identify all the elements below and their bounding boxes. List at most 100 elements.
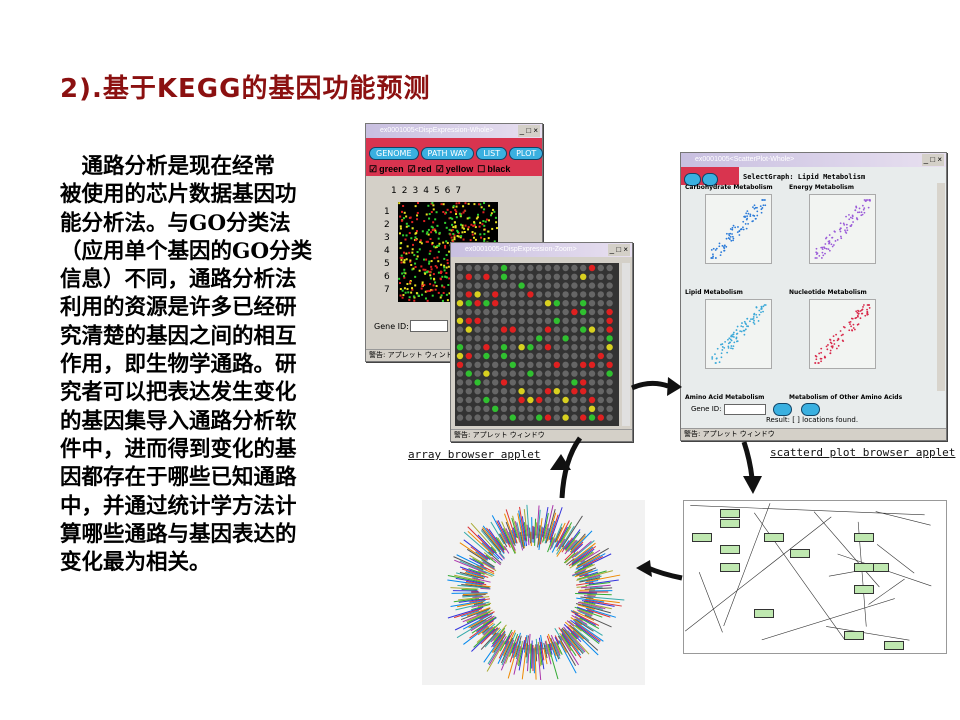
row-label: 3 (384, 232, 390, 245)
col-label: 5 (434, 186, 444, 196)
result-text: Result: [ ] locations found. (766, 416, 858, 425)
kegg-pathway-map (683, 500, 947, 654)
col-label: 7 (455, 186, 465, 196)
status-bar: 警告: アプレット ウィンドウ (681, 428, 946, 440)
checkbox-black[interactable]: ☐black (477, 164, 510, 174)
checkbox-icon[interactable]: ☑ (369, 164, 377, 174)
pathway-node[interactable] (720, 519, 740, 528)
arrow-head-icon (550, 454, 571, 470)
col-label: 3 (412, 186, 422, 196)
gene-id-label: Gene ID: (691, 405, 722, 414)
pathway-node[interactable] (844, 631, 864, 640)
toolbar: GENOMEPATH WAYLISTPLOT (366, 138, 542, 163)
body-line: （应用单个基因的GO分类 (60, 238, 350, 266)
window-controls[interactable]: _ □ × (922, 154, 944, 166)
col-label: 2 (402, 186, 412, 196)
checkbox-red[interactable]: ☑red (408, 164, 432, 174)
scatter-caption: scatterd plot browser applet (770, 446, 955, 459)
row-label: 6 (384, 271, 390, 284)
button-path-way[interactable]: PATH WAY (421, 147, 475, 160)
toolbar (681, 167, 739, 185)
plot-title: Energy Metabolism (789, 184, 854, 191)
checkbox-label: red (418, 164, 432, 174)
gene-id-input[interactable] (410, 320, 448, 332)
body-line: 究者可以把表达发生变化 (60, 379, 350, 407)
pathway-node[interactable] (720, 509, 740, 518)
body-line: 中，并通过统计学方法计 (60, 493, 350, 521)
plot-title: Lipid Metabolism (685, 289, 743, 296)
row-label: 5 (384, 258, 390, 271)
status-bar: 警告: アプレット ウィンドウ (451, 429, 632, 441)
select-graph-label: SelectGraph: Lipid Metabolism (743, 173, 865, 181)
row-label: 1 (384, 206, 390, 219)
body-line: 的基因集导入通路分析软 (60, 408, 350, 436)
col-label: 1 (391, 186, 401, 196)
scatter-plot[interactable] (809, 299, 876, 369)
scatter-plot[interactable] (705, 194, 772, 264)
button-genome[interactable]: GENOME (369, 147, 419, 160)
window-controls[interactable]: _ □ × (518, 125, 540, 137)
search-button[interactable] (773, 403, 792, 416)
pathway-node[interactable] (692, 533, 712, 542)
body-line: 因都存在于哪些已知通路 (60, 464, 350, 492)
row-label: 7 (384, 284, 390, 297)
window-title: ex0001005<ScatterPlot-Whole> (695, 156, 794, 163)
window-title: ex0001005<DispExpression-Whole> (380, 127, 494, 134)
body-text: 通路分析是现在经常被使用的芯片数据基因功能分析法。与GO分类法（应用单个基因的G… (60, 153, 350, 577)
body-line: 件中，进而得到变化的基 (60, 436, 350, 464)
pathway-node[interactable] (764, 533, 784, 542)
scrollbar[interactable] (622, 263, 630, 426)
row-label: 4 (384, 245, 390, 258)
gene-id-input[interactable] (724, 404, 766, 415)
checkbox-label: yellow (446, 164, 474, 174)
scrollbar[interactable] (937, 183, 945, 391)
plot-title: Amino Acid Metabolism (685, 394, 764, 401)
window-controls[interactable]: _ □ × (608, 244, 630, 256)
array-caption: array browser applet (408, 448, 540, 461)
pathway-node[interactable] (754, 609, 774, 618)
title-bar: ex0001005<DispExpression-Whole> _ □ × (366, 124, 542, 138)
arrow-head-icon (743, 476, 762, 494)
button-plot[interactable]: PLOT (509, 147, 543, 160)
checkbox-green[interactable]: ☑green (369, 164, 404, 174)
body-line: 算哪些通路与基因表达的 (60, 521, 350, 549)
checkbox-icon[interactable]: ☑ (436, 164, 444, 174)
row-label: 2 (384, 219, 390, 232)
gene-id-label: Gene ID: (374, 322, 409, 331)
zoom-window: ex0001005<DispExpression-Zoom> _ □ × 警告: … (450, 242, 633, 442)
title-bar: ex0001005<ScatterPlot-Whole> _ □ × (681, 153, 946, 167)
pathway-node[interactable] (854, 533, 874, 542)
checkbox-yellow[interactable]: ☑yellow (436, 164, 474, 174)
scatter-plot[interactable] (809, 194, 876, 264)
title-bar: ex0001005<DispExpression-Zoom> _ □ × (451, 243, 632, 257)
pathway-node[interactable] (854, 585, 874, 594)
button-list[interactable]: LIST (476, 147, 507, 160)
scatter-plot[interactable] (705, 299, 772, 369)
color-filters: ☑green☑red☑yellow☐black (366, 163, 542, 176)
body-line: 通路分析是现在经常 (60, 153, 350, 181)
pathway-node[interactable] (720, 545, 740, 554)
body-line: 能分析法。与GO分类法 (60, 210, 350, 238)
checkbox-icon[interactable]: ☐ (477, 164, 485, 174)
pathway-node[interactable] (720, 563, 740, 572)
pathway-node[interactable] (790, 549, 810, 558)
window-title: ex0001005<DispExpression-Zoom> (465, 246, 577, 253)
zoom-dot-grid[interactable] (455, 263, 619, 426)
body-line: 利用的资源是许多已经研 (60, 294, 350, 322)
row-labels: 1234567 (384, 206, 390, 297)
pathway-node[interactable] (854, 563, 874, 572)
plot-title: Nucleotide Metabolism (789, 289, 867, 296)
scatter-browser-window: ex0001005<ScatterPlot-Whole> _ □ × Select… (680, 152, 947, 441)
body-line: 信息）不同，通路分析法 (60, 266, 350, 294)
body-line: 变化最为相关。 (60, 549, 350, 577)
body-line: 被使用的芯片数据基因功 (60, 181, 350, 209)
plot-title: Metabolism of Other Amino Acids (789, 394, 902, 401)
pathway-node[interactable] (884, 641, 904, 650)
clear-button[interactable] (801, 403, 820, 416)
checkbox-label: black (487, 164, 510, 174)
column-labels: 1234567 (391, 186, 466, 196)
slide-title: 2).基于KEGG的基因功能预测 (60, 68, 430, 105)
col-label: 4 (423, 186, 433, 196)
checkbox-icon[interactable]: ☑ (408, 164, 416, 174)
circular-genome-plot (422, 500, 645, 685)
